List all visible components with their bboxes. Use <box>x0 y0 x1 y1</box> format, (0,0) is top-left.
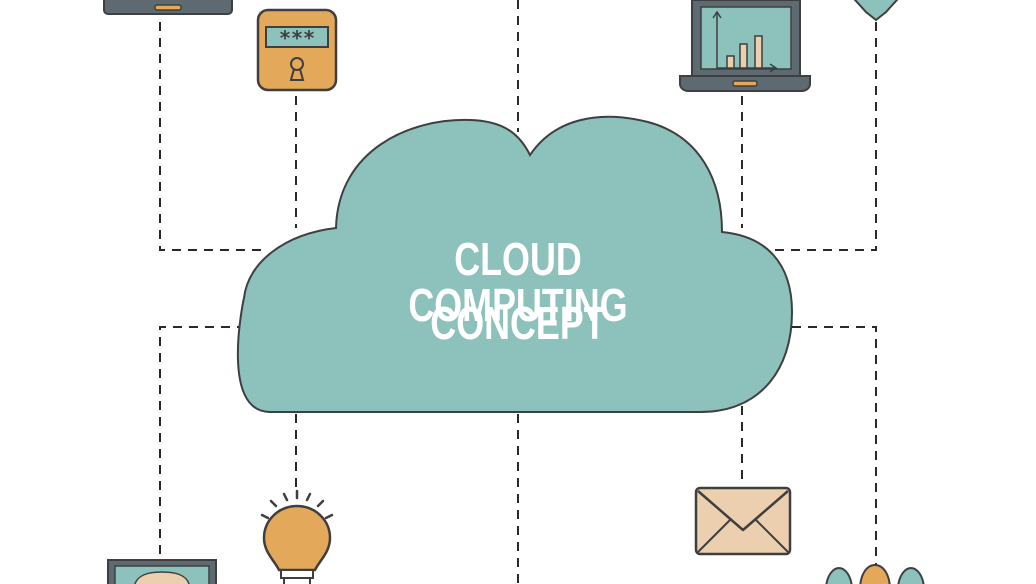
connector-lines <box>159 0 877 584</box>
connector-bottom-right <box>792 326 877 566</box>
users-group-icon <box>825 563 925 584</box>
connector-top-right <box>770 22 877 251</box>
padlock-icon: *** <box>256 8 338 92</box>
password-mask: *** <box>279 26 315 50</box>
laptop-icon <box>103 0 233 15</box>
cloud-title-line-1: CLOUD COMPUTING <box>408 233 628 331</box>
monitor-user-icon <box>107 559 217 584</box>
connector-top-left <box>159 22 268 251</box>
cloud-shape <box>236 115 794 413</box>
location-pin-icon <box>853 0 899 22</box>
chart-glyph <box>712 10 778 73</box>
connector-bottom-left <box>159 326 246 560</box>
envelope-icon <box>694 486 792 556</box>
laptop-chart-icon <box>679 0 811 92</box>
cloud-title-line-2: CONCEPT <box>430 297 606 349</box>
lightbulb-icon <box>260 489 334 584</box>
